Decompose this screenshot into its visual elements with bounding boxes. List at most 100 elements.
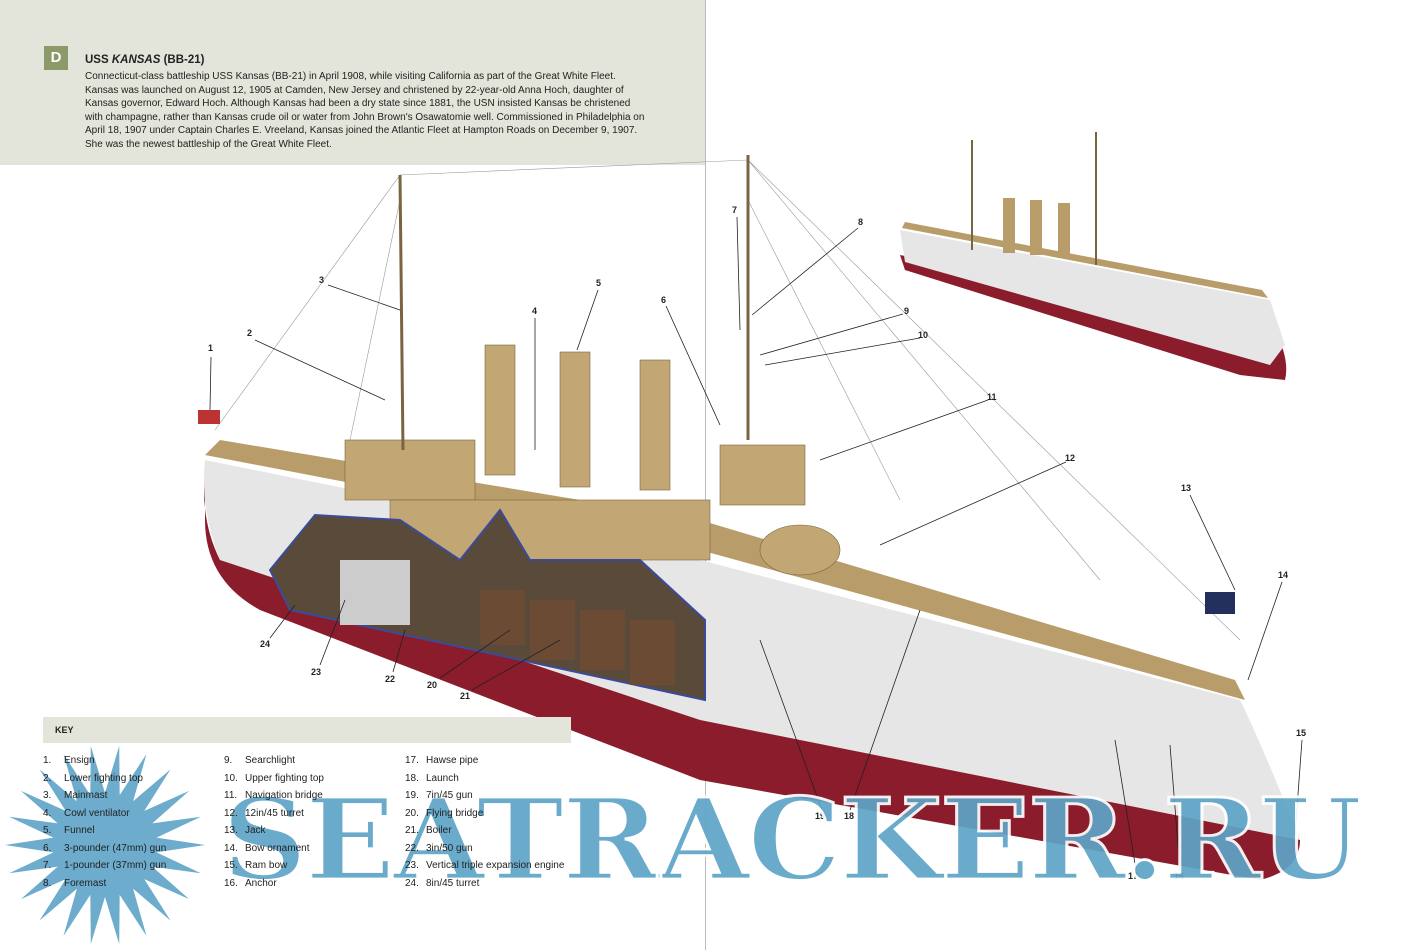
key-item-number: 15. [224,860,238,871]
key-item-label: Upper fighting top [245,772,324,784]
callout-4: 4 [532,306,538,316]
funnel-3 [639,359,671,491]
key-item-label: Lower fighting top [64,772,143,784]
callout-18: 18 [844,811,855,821]
key-item: 22.3in/50 gun [405,840,564,858]
key-item-number: 10. [224,772,238,784]
secondary-ship-view [900,132,1287,380]
key-item: 20.Flying bridge [405,805,564,823]
callout-7: 7 [732,205,738,215]
key-column-3: 17. Hawse pipe 18.Launch 19. 7in/45 gun 20… [405,752,564,892]
callout-6: 6 [661,295,667,305]
key-item-number: 8. [43,877,52,889]
boilers [480,590,675,685]
key-item-label: Flying bridge [426,807,484,819]
key-title: KEY [55,725,74,735]
key-item-number: 5. [43,825,52,836]
callout-14: 14 [1278,570,1289,580]
key-item-number: 12. [224,807,238,819]
page-gutter [705,0,706,950]
title-prefix: USS [85,54,112,66]
key-item: 24.8in/45 turret [405,875,564,893]
key-item-label: 12in/45 turret [245,807,304,819]
key-item-label: Navigation bridge [245,790,323,801]
key-item-number: 13. [224,825,238,836]
key-item-number: 17. [405,755,419,766]
masts [398,155,750,451]
key-item-label: Boiler [426,825,452,836]
callout-12: 12 [1065,453,1076,463]
key-item-number: 2. [43,772,52,784]
key-item-number: 3. [43,790,52,801]
key-header: KEY [43,717,571,743]
callout-16: 16 [1174,871,1185,881]
key-item-number: 16. [224,877,238,889]
plate-description: Connecticut-class battleship USS Kansas … [85,71,645,150]
key-item-number: 4. [43,807,52,819]
key-item: 14. Bow ornament [224,840,324,858]
key-item-label: Ensign [64,755,95,766]
watermark-text: SEATRACKER.RU [220,772,1363,907]
callout-15: 15 [1296,728,1307,738]
jack-flag [1205,592,1235,614]
funnel-1 [484,344,516,476]
title-suffix: (BB-21) [160,54,205,66]
callout-24: 24 [260,639,271,649]
key-item-number: 9. [224,755,233,766]
plate-title: USS KANSAS (BB-21) [85,54,205,66]
key-item-label: 1-pounder (37mm) gun [64,860,167,871]
key-item: 8. Foremast [43,875,166,893]
key-item: 3.Mainmast [43,787,166,805]
callout-20: 20 [427,680,438,690]
key-item-label: Foremast [64,877,107,889]
key-item-label: Searchlight [245,755,296,766]
engine [340,560,410,625]
callout-1: 1 [208,343,214,353]
key-item-number: 22. [405,842,419,854]
key-item-number: 19. [405,790,419,801]
key-item-number: 11. [224,790,238,801]
key-item: 1. Ensign [43,752,166,770]
key-item: 4. Cowl ventilator [43,805,166,823]
title-ship-name: KANSAS [111,54,161,66]
key-item: 5. Funnel [43,822,166,840]
callout-22: 22 [385,674,396,684]
key-item: 18.Launch [405,770,564,788]
callout-5: 5 [596,278,602,288]
key-column-1: 1. Ensign 2. Lower fighting top 3.Mainmast… [43,752,166,892]
key-item-label: Cowl ventilator [64,807,130,819]
watermark-starburst-logo [5,746,205,944]
key-item-label: 3-pounder (47mm) gun [64,842,167,854]
callout-2: 2 [247,328,253,338]
key-item-label: Anchor [245,877,277,889]
key-item-label: Jack [245,825,266,836]
key-item: 13. Jack [224,822,324,840]
callout-19: 19 [815,811,826,821]
key-column-2: 9. Searchlight 10. Upper fighting top 11. N… [224,752,324,892]
key-item: 7. 1-pounder (37mm) gun [43,857,166,875]
callout-leader-lines [209,216,1303,871]
key-item-number: 14. [224,842,238,854]
callout-10: 10 [918,330,929,340]
key-item: 17. Hawse pipe [405,752,564,770]
key-item-label: Ram bow [245,860,288,871]
key-item: 12. 12in/45 turret [224,805,324,823]
callout-17: 17 [1128,871,1139,881]
key-item-label: Vertical triple expansion engine [426,860,565,871]
key-item-number: 1. [43,755,52,766]
callout-23: 23 [311,667,322,677]
key-item-label: Hawse pipe [426,755,479,766]
key-item-label: Bow ornament [245,842,310,854]
key-item: 16. Anchor [224,875,324,893]
key-item: 15. Ram bow [224,857,324,875]
callout-3: 3 [319,275,325,285]
rigging-lines [214,159,1241,641]
funnel-2 [559,351,591,488]
key-item-number: 21. [405,825,419,836]
plate-letter-badge: D [44,46,68,70]
key-item-label: 7in/45 gun [426,790,473,801]
key-item: 10. Upper fighting top [224,770,324,788]
key-item-number: 7. [43,860,52,871]
key-item-label: Funnel [64,825,95,836]
